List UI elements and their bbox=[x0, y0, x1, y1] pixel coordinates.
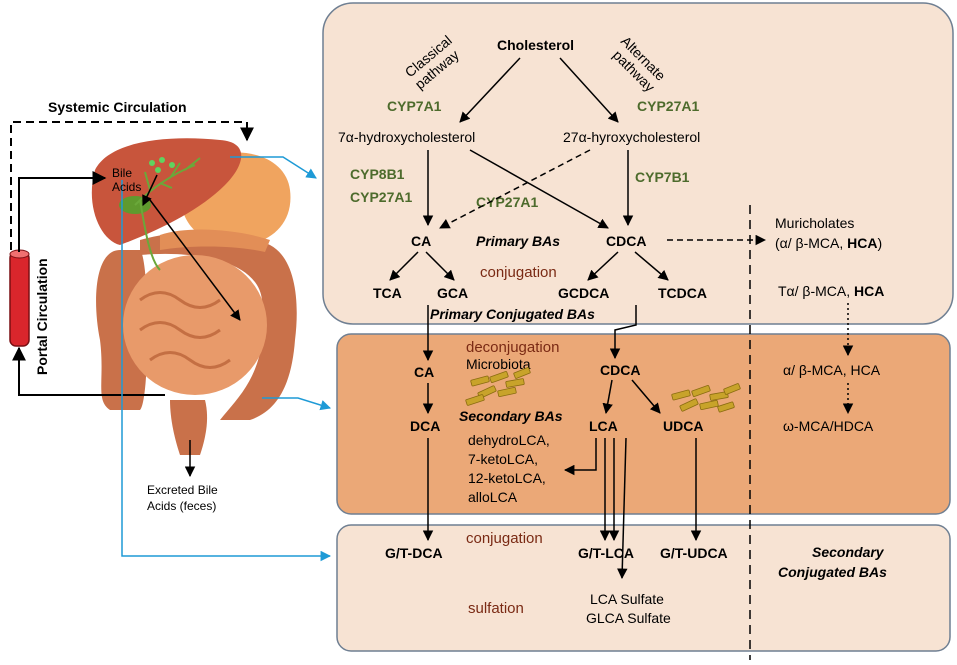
liver-panel bbox=[322, 2, 954, 325]
conjugation-top-label: conjugation bbox=[480, 264, 557, 281]
bacteria-icon bbox=[671, 383, 741, 413]
primary-bas-label: Primary BAs bbox=[476, 233, 560, 249]
cdca-intestine-label: CDCA bbox=[600, 362, 640, 378]
omega-mca-hdca-label: ω-MCA/HDCA bbox=[783, 418, 874, 434]
27a-hydroxycholesterol-label: 27α-hyroxycholesterol bbox=[563, 129, 700, 145]
bile-acids-label-2: Acids bbox=[112, 180, 141, 194]
gt-lca-label: G/T-LCA bbox=[578, 545, 634, 561]
udca-label: UDCA bbox=[663, 418, 703, 434]
mca-hca-label: α/ β-MCA, HCA bbox=[783, 362, 881, 378]
conjugation-bottom-label: conjugation bbox=[466, 530, 543, 547]
rectum bbox=[170, 400, 208, 455]
7-ketolca-label: 7-ketoLCA, bbox=[468, 451, 538, 467]
microbiota-label: Microbiota bbox=[466, 356, 531, 372]
gt-udca-label: G/T-UDCA bbox=[660, 545, 728, 561]
7a-hydroxycholesterol-label: 7α-hydroxycholesterol bbox=[338, 129, 475, 145]
blue-arrow-intestine bbox=[262, 397, 332, 411]
liver bbox=[91, 138, 242, 245]
deconjugation-label: deconjugation bbox=[466, 339, 559, 356]
cyp8b1-label: CYP8B1 bbox=[350, 166, 405, 182]
dca-label: DCA bbox=[410, 418, 440, 434]
cyp7a1-label: CYP7A1 bbox=[387, 98, 442, 114]
bile-ducts bbox=[134, 157, 201, 271]
ca-intestine-label: CA bbox=[414, 364, 434, 380]
intestine-pathway-arrows bbox=[422, 305, 854, 580]
cyp7b1-label: CYP7B1 bbox=[635, 169, 690, 185]
pancreas bbox=[160, 229, 270, 252]
conjugation-panel bbox=[336, 524, 951, 652]
blue-arrow-liver bbox=[230, 156, 317, 179]
dehydrolca-label: dehydroLCA, bbox=[468, 432, 550, 448]
muricholates-label-2: (α/ β-MCA, HCA) bbox=[775, 235, 882, 251]
secondary-conjugated-label-2: Conjugated BAs bbox=[778, 564, 887, 580]
allolca-label: alloLCA bbox=[468, 489, 518, 505]
tca-label: TCA bbox=[373, 285, 402, 301]
cyp27a1-mid-label: CYP27A1 bbox=[476, 194, 538, 210]
systemic-circulation-label: Systemic Circulation bbox=[48, 99, 187, 115]
glca-sulfate-label: GLCA Sulfate bbox=[586, 610, 671, 626]
tcdca-label: TCDCA bbox=[658, 285, 707, 301]
anatomy-illustration bbox=[9, 138, 297, 455]
muricholates-label-1: Muricholates bbox=[775, 215, 854, 231]
secondary-bas-label: Secondary BAs bbox=[459, 408, 563, 424]
gcdca-label: GCDCA bbox=[558, 285, 609, 301]
12-ketolca-label: 12-ketoLCA, bbox=[468, 470, 546, 486]
blue-arrow-conjugation bbox=[121, 180, 332, 562]
bile-acids-label-1: Bile bbox=[112, 166, 132, 180]
gt-dca-label: G/T-DCA bbox=[385, 545, 443, 561]
tmca-hca-label: Tα/ β-MCA, HCA bbox=[778, 283, 884, 299]
sulfation-label: sulfation bbox=[468, 600, 524, 617]
ca-label: CA bbox=[411, 233, 431, 249]
lca-label: LCA bbox=[589, 418, 618, 434]
cholesterol-label: Cholesterol bbox=[497, 37, 574, 53]
excreted-label-2: Acids (feces) bbox=[147, 499, 216, 513]
portal-vein-tube bbox=[9, 251, 30, 347]
lca-sulfate-label: LCA Sulfate bbox=[590, 591, 664, 607]
cdca-label: CDCA bbox=[606, 233, 646, 249]
gca-label: GCA bbox=[437, 285, 468, 301]
excreted-label-1: Excreted Bile bbox=[147, 483, 218, 497]
cyp27a1-left-label: CYP27A1 bbox=[350, 189, 412, 205]
portal-circulation-label: Portal Circulation bbox=[34, 258, 50, 375]
portal-circulation-loop bbox=[12, 346, 165, 396]
small-intestine bbox=[123, 255, 267, 395]
secondary-conjugated-label-1: Secondary bbox=[812, 544, 885, 560]
bacteria-icon bbox=[465, 367, 531, 406]
cyp27a1-top-label: CYP27A1 bbox=[637, 98, 699, 114]
liver-pathway-arrows bbox=[389, 57, 854, 357]
primary-conjugated-bas-label: Primary Conjugated BAs bbox=[430, 306, 595, 322]
